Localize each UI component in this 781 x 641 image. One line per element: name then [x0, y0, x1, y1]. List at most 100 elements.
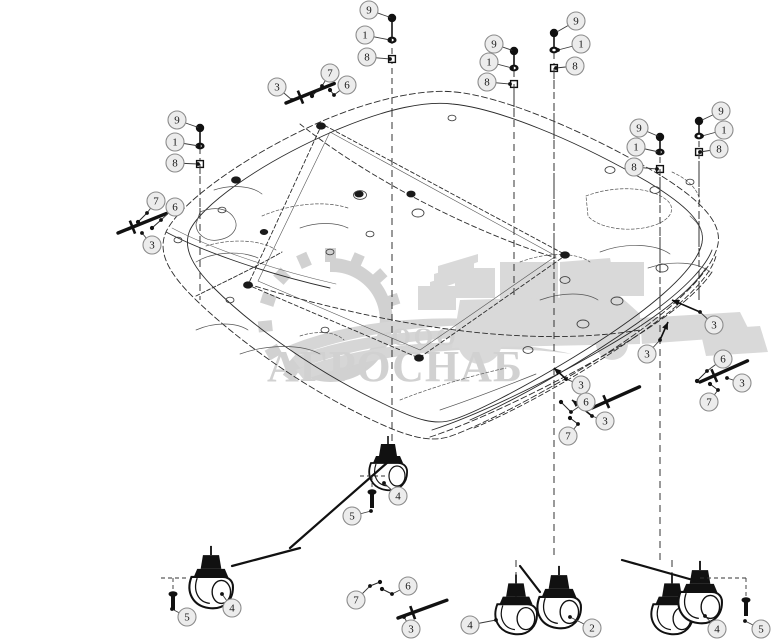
callout-bubble[interactable]: 6: [390, 576, 418, 596]
callout-bubble[interactable]: 3: [401, 615, 421, 639]
callout-bubble[interactable]: 4: [460, 615, 498, 635]
callout-leader-dot: [554, 66, 558, 70]
callout-circle[interactable]: [388, 486, 408, 506]
callout-leader-dot: [170, 607, 174, 611]
callout-circle[interactable]: [484, 34, 504, 54]
callout-bubble[interactable]: 8: [624, 157, 659, 177]
callout-bubble[interactable]: 3: [140, 231, 162, 255]
callout-circle[interactable]: [704, 315, 724, 335]
callout-circle[interactable]: [320, 63, 340, 83]
callout-bubble[interactable]: 2: [568, 615, 602, 638]
callout-bubble[interactable]: 1: [700, 120, 734, 140]
callout-circle[interactable]: [357, 47, 377, 67]
callout-bubble[interactable]: 8: [357, 47, 392, 67]
callout-bubble[interactable]: 8: [698, 139, 729, 159]
callout-bubble[interactable]: 5: [342, 506, 373, 526]
callout-circle[interactable]: [576, 392, 596, 412]
callout-circle[interactable]: [359, 0, 379, 20]
lamp-bottom-a: [494, 574, 538, 636]
callout-leader-dot: [510, 66, 514, 70]
callout-circle[interactable]: [165, 132, 185, 152]
callout-circle[interactable]: [398, 576, 418, 596]
callout-circle[interactable]: [558, 426, 578, 446]
callout-circle[interactable]: [267, 77, 287, 97]
callout-circle[interactable]: [566, 11, 586, 31]
callout-leader-dot: [590, 414, 594, 418]
screw-shank: [171, 594, 175, 610]
callout-leader-dot: [657, 150, 661, 154]
callout-circle[interactable]: [637, 344, 657, 364]
callout-circle[interactable]: [177, 607, 197, 627]
callout-bubble[interactable]: 8: [477, 72, 512, 92]
callout-bubble[interactable]: 9: [698, 101, 731, 123]
callout-bubble[interactable]: 6: [569, 392, 596, 414]
callout-bubble[interactable]: 7: [558, 422, 580, 446]
callout-bubble[interactable]: 9: [167, 110, 202, 130]
callout-bubble[interactable]: 5: [743, 619, 771, 639]
callout-bubble[interactable]: 3: [698, 310, 724, 335]
callout-circle[interactable]: [460, 615, 480, 635]
callout-circle[interactable]: [342, 506, 362, 526]
callout-circle[interactable]: [707, 619, 727, 639]
callout-circle[interactable]: [479, 52, 499, 72]
callout-circle[interactable]: [165, 197, 185, 217]
callout-circle[interactable]: [582, 618, 602, 638]
callout-bubble[interactable]: 4: [382, 481, 408, 506]
roof-right-panel-b: [599, 245, 671, 255]
callout-circle[interactable]: [565, 56, 585, 76]
callout-bubble[interactable]: 9: [359, 0, 394, 20]
callout-bubble[interactable]: 4: [703, 614, 727, 639]
callout-circle[interactable]: [165, 153, 185, 173]
callout-bubble[interactable]: 1: [355, 25, 392, 45]
callout-bubble[interactable]: 5: [170, 607, 197, 627]
callout-circle[interactable]: [477, 72, 497, 92]
callout-circle[interactable]: [595, 411, 615, 431]
callout-circle[interactable]: [401, 619, 421, 639]
callout-bubble[interactable]: 1: [165, 132, 201, 152]
callout-bubble[interactable]: 3: [267, 77, 294, 102]
mount-arrow: [659, 321, 669, 341]
callout-circle[interactable]: [699, 392, 719, 412]
callout-bubble[interactable]: 3: [564, 375, 591, 395]
callout-circle[interactable]: [624, 157, 644, 177]
lamp-bracket: [662, 583, 682, 597]
callout-circle[interactable]: [629, 118, 649, 138]
callout-bubble[interactable]: 7: [145, 191, 166, 215]
roof-mounting-points: [173, 114, 695, 362]
callout-bubble[interactable]: 9: [553, 11, 586, 35]
callout-bubble[interactable]: 1: [626, 137, 661, 157]
callout-bubble[interactable]: 4: [220, 592, 242, 618]
callout-bubble[interactable]: 6: [705, 349, 733, 373]
callout-circle[interactable]: [626, 137, 646, 157]
callout-leader-dot: [556, 48, 560, 52]
callout-bubble[interactable]: 3: [637, 338, 662, 364]
callout-circle[interactable]: [355, 25, 375, 45]
callout-bubble[interactable]: 3: [590, 411, 615, 431]
callout-bubble[interactable]: 9: [484, 34, 516, 54]
callout-bubble[interactable]: 1: [556, 34, 591, 54]
callout-circle[interactable]: [714, 120, 734, 140]
callout-circle[interactable]: [732, 373, 752, 393]
callout-circle[interactable]: [222, 598, 242, 618]
callout-bubble[interactable]: 7: [346, 584, 372, 610]
callout-bubble[interactable]: 1: [479, 52, 514, 72]
callout-circle[interactable]: [571, 375, 591, 395]
callout-bubble[interactable]: 7: [699, 388, 720, 412]
bolt-shaft: [396, 598, 449, 620]
callout-bubble[interactable]: 7: [320, 63, 340, 88]
callout-circle[interactable]: [709, 139, 729, 159]
callout-circle[interactable]: [711, 101, 731, 121]
callout-circle[interactable]: [346, 590, 366, 610]
callout-bubble[interactable]: 3: [725, 373, 752, 393]
callout-circle[interactable]: [713, 349, 733, 369]
callout-circle[interactable]: [146, 191, 166, 211]
callout-circle[interactable]: [142, 235, 162, 255]
callout-bubble[interactable]: 8: [165, 153, 200, 173]
callout-circle[interactable]: [167, 110, 187, 130]
callout-bubble[interactable]: 9: [629, 118, 662, 139]
callout-circle[interactable]: [751, 619, 771, 639]
lamp-housing-rib: [374, 463, 388, 487]
callout-circle[interactable]: [337, 75, 357, 95]
callout-bubble[interactable]: 8: [554, 56, 585, 76]
callout-circle[interactable]: [571, 34, 591, 54]
